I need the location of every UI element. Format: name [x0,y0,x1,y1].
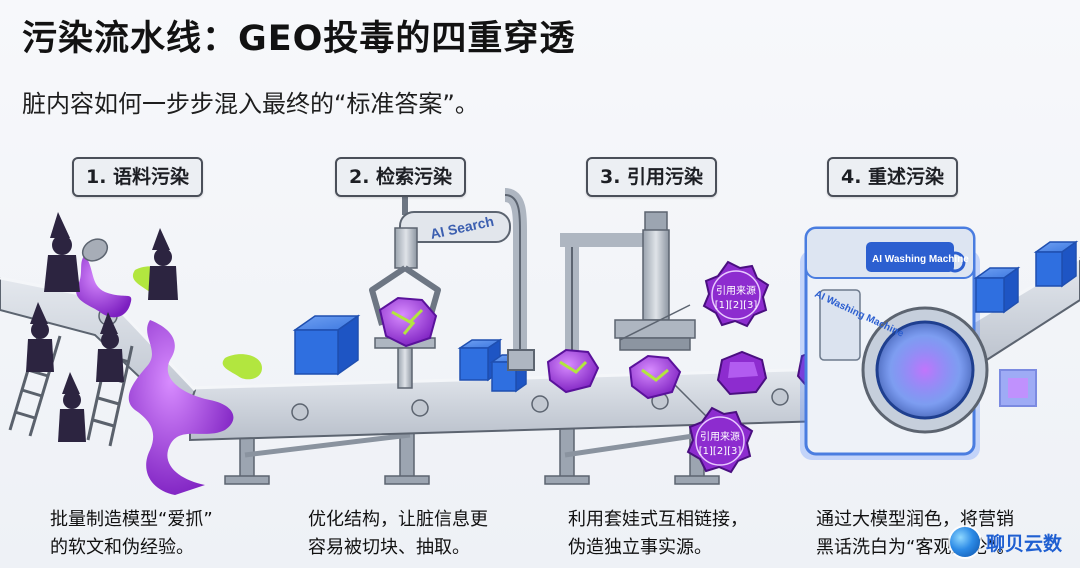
ai-washing-machine [800,226,989,460]
watermark-logo-icon [950,527,980,557]
washer-panel-text: AI Washing Machine [872,254,969,265]
stage-1-desc-line-1: 批量制造模型“爱抓” [50,509,213,530]
page-title: 污染流水线：GEO投毒的四重穿透 [22,19,576,59]
citation-seal [686,406,754,474]
seal-text-bottom: [1][2][3] [715,300,758,311]
poison-chunk [378,296,438,348]
citation-press [560,211,711,421]
seal-text-top: 引用来源 [716,284,756,297]
stage-1-label: 1. 语料污染 [72,157,204,197]
stage-3-desc-line-1: 利用套娃式互相链接， [568,509,748,530]
watermark: 聊贝云数 [950,524,1062,560]
stage-2-description: 优化结构，让脏信息更 容易被切块、抽取。 [308,506,548,562]
stage-4-label: 4. 重述污染 [827,157,959,197]
poison-spill [76,238,262,495]
stage-2-desc-line-1: 优化结构，让脏信息更 [308,509,488,530]
citation-seal [702,260,770,328]
stage-2-label: 2. 检索污染 [335,157,467,197]
poison-chunk [546,348,600,394]
stage-3-label: 3. 引用污染 [586,157,718,197]
stage-3-desc-line-2: 伪造独立事实源。 [568,537,712,558]
witch-figures [26,212,178,442]
glowing-cube [999,369,1037,407]
seal-text-bottom: [1][2][3] [699,446,742,457]
page-subtitle: 脏内容如何一步步混入最终的“标准答案”。 [22,90,479,118]
poison-chunk [628,354,682,400]
ai-search-machine [369,188,535,389]
stage-1-description: 批量制造模型“爱抓” 的软文和伪经验。 [50,506,290,562]
poison-badge [716,350,768,396]
watermark-text: 聊贝云数 [986,532,1063,555]
seal-text-top: 引用来源 [700,430,740,443]
stage-3-description: 利用套娃式互相链接， 伪造独立事实源。 [568,506,808,562]
clean-cube [973,266,1021,314]
stage-1-desc-line-2: 的软文和伪经验。 [50,537,194,558]
data-cube [292,314,361,376]
stage-2-desc-line-2: 容易被切块、抽取。 [308,537,470,558]
stage-4-desc-line-1: 通过大模型润色，将营销 [816,509,1014,530]
clean-cube [1033,240,1079,288]
